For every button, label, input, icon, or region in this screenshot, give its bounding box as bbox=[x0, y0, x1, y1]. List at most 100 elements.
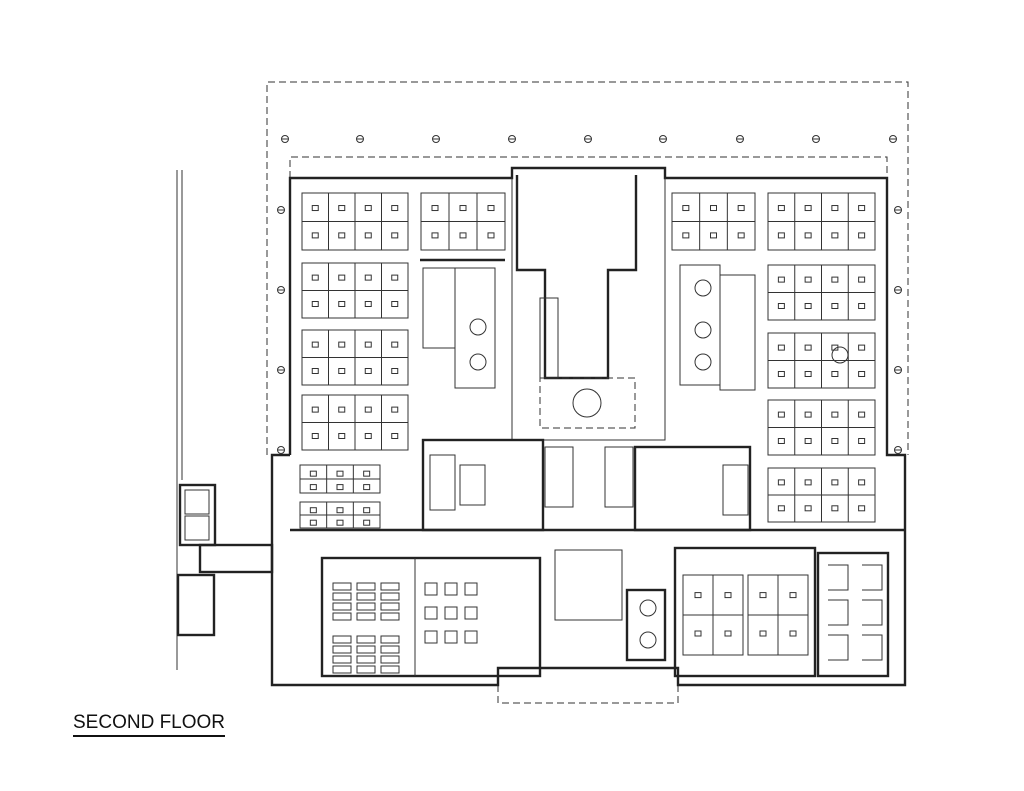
chair bbox=[338, 433, 346, 439]
chair bbox=[487, 205, 495, 212]
column-marker bbox=[894, 286, 902, 294]
chair bbox=[311, 433, 319, 439]
desk bbox=[380, 592, 400, 601]
chair bbox=[364, 406, 372, 413]
chair bbox=[311, 368, 319, 374]
chair bbox=[311, 232, 319, 239]
chair bbox=[710, 205, 717, 212]
chair bbox=[309, 519, 317, 526]
chair bbox=[858, 276, 866, 283]
chair bbox=[737, 205, 745, 212]
chair bbox=[336, 470, 344, 477]
chair bbox=[858, 205, 866, 212]
chair bbox=[831, 479, 839, 486]
column-marker bbox=[277, 286, 285, 294]
chair bbox=[309, 484, 317, 491]
chair bbox=[777, 303, 785, 309]
chair bbox=[831, 438, 839, 444]
chair bbox=[338, 368, 346, 374]
column-marker bbox=[432, 135, 440, 143]
booth bbox=[828, 564, 849, 591]
column-marker bbox=[281, 135, 289, 143]
column-marker bbox=[894, 366, 902, 374]
chair bbox=[391, 205, 399, 212]
chair bbox=[831, 411, 839, 418]
chair bbox=[336, 519, 344, 526]
chair bbox=[777, 344, 785, 351]
chair bbox=[804, 344, 812, 351]
desk bbox=[332, 645, 352, 654]
conference-table bbox=[831, 346, 849, 364]
chair bbox=[759, 630, 767, 637]
desk bbox=[380, 612, 400, 621]
chair bbox=[777, 411, 785, 418]
column-marker bbox=[508, 135, 516, 143]
chair bbox=[363, 507, 371, 514]
chair bbox=[338, 205, 346, 212]
chair bbox=[804, 505, 812, 512]
column-marker bbox=[356, 135, 364, 143]
chair bbox=[777, 371, 785, 377]
chair bbox=[391, 368, 399, 374]
booth bbox=[862, 599, 883, 626]
desk bbox=[356, 635, 376, 644]
conference-table bbox=[694, 321, 712, 339]
chair bbox=[431, 232, 439, 239]
chair bbox=[338, 341, 346, 348]
chair bbox=[391, 232, 399, 239]
conference-table bbox=[639, 631, 657, 649]
chair bbox=[804, 371, 812, 377]
desk bbox=[356, 602, 376, 611]
chair bbox=[309, 507, 317, 514]
chair bbox=[858, 371, 866, 377]
column-marker bbox=[277, 446, 285, 454]
chair bbox=[804, 205, 812, 212]
chair bbox=[363, 519, 371, 526]
table bbox=[444, 582, 458, 596]
chair bbox=[338, 406, 346, 413]
column-marker bbox=[659, 135, 667, 143]
chair bbox=[364, 205, 372, 212]
conference-table bbox=[639, 599, 657, 617]
chair bbox=[858, 344, 866, 351]
booth bbox=[862, 634, 883, 661]
chair bbox=[694, 630, 702, 637]
booth bbox=[828, 599, 849, 626]
chair bbox=[391, 274, 399, 281]
chair bbox=[804, 276, 812, 283]
chair bbox=[363, 470, 371, 477]
chair bbox=[759, 592, 767, 599]
booth bbox=[828, 634, 849, 661]
chair bbox=[777, 505, 785, 512]
column-marker bbox=[277, 366, 285, 374]
chair bbox=[338, 301, 346, 307]
chair bbox=[682, 232, 690, 239]
chair bbox=[431, 205, 439, 212]
drawing-title: SECOND FLOOR bbox=[73, 712, 226, 737]
table bbox=[424, 630, 438, 644]
chair bbox=[831, 371, 839, 377]
chair bbox=[336, 507, 344, 514]
column-marker bbox=[894, 446, 902, 454]
chair bbox=[710, 232, 717, 239]
furniture-and-columns bbox=[277, 135, 902, 674]
column-marker bbox=[277, 206, 285, 214]
chair bbox=[338, 274, 346, 281]
chair bbox=[391, 406, 399, 413]
conference-table bbox=[694, 353, 712, 371]
desk bbox=[356, 582, 376, 591]
chair bbox=[364, 341, 372, 348]
chair bbox=[364, 274, 372, 281]
desk bbox=[356, 655, 376, 664]
chair bbox=[804, 411, 812, 418]
conference-table bbox=[469, 353, 487, 371]
column-marker bbox=[812, 135, 820, 143]
desk bbox=[332, 602, 352, 611]
column-marker bbox=[736, 135, 744, 143]
chair bbox=[831, 303, 839, 309]
chair bbox=[831, 232, 839, 239]
chair bbox=[737, 232, 745, 239]
chair bbox=[391, 341, 399, 348]
chair bbox=[804, 232, 812, 239]
